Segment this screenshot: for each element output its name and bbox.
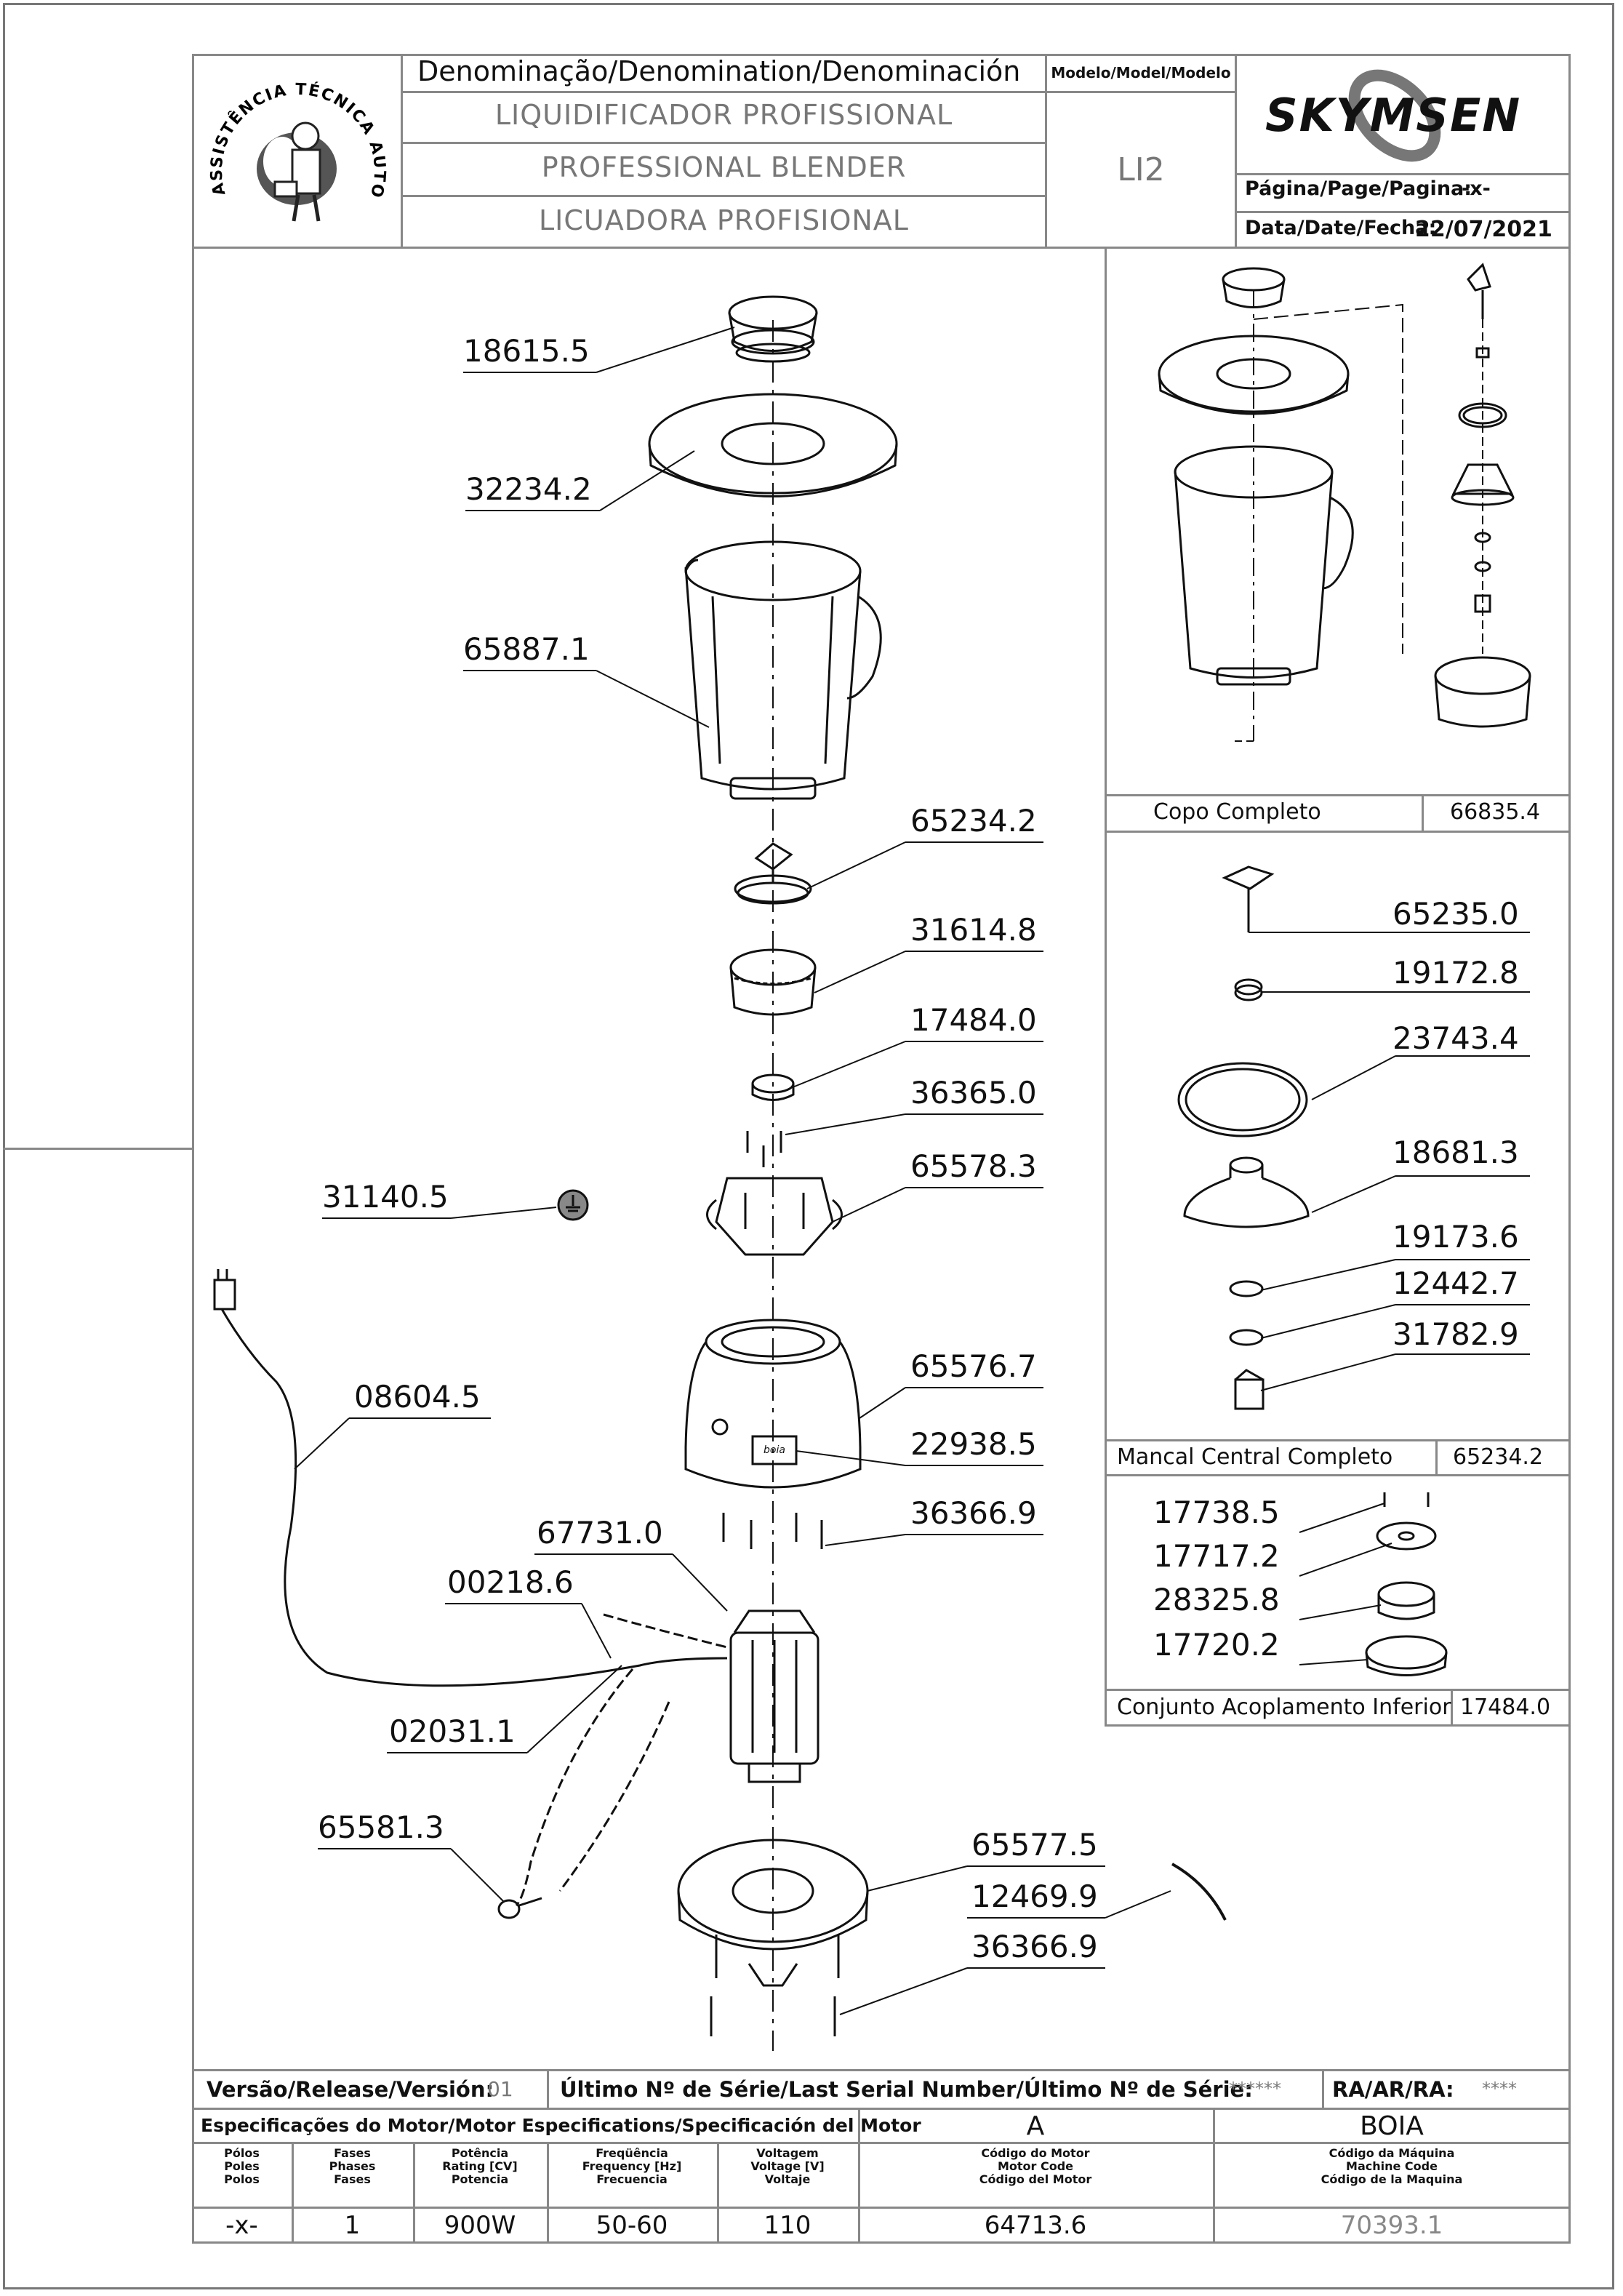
authorized-assistance-logo: ASSISTÊNCIA TÉCNICA AUTORIZADA xyxy=(196,60,387,222)
lid-cap xyxy=(728,295,818,363)
part-label: 32234.2 xyxy=(465,471,592,507)
model-label: Modelo/Model/Modelo xyxy=(1051,64,1231,81)
ground-icon xyxy=(557,1189,589,1221)
part-label: 02031.1 xyxy=(389,1713,516,1749)
part-label: 18615.5 xyxy=(463,333,590,369)
part-label: 36366.9 xyxy=(910,1495,1037,1531)
spec-block xyxy=(192,2069,1571,2244)
model-value: LI2 xyxy=(1117,151,1165,188)
spec-value-voltage: 110 xyxy=(764,2211,812,2240)
date-label: Data/Date/Fecha: xyxy=(1245,217,1437,239)
denomination-label: Denominação/Denomination/Denominación xyxy=(417,55,1021,87)
spec-value-poles: -x- xyxy=(225,2211,258,2240)
spec-value-rating: 900W xyxy=(444,2211,516,2240)
switch xyxy=(497,1897,542,1919)
brand-badge: boia xyxy=(764,1444,785,1456)
part-label: 65578.3 xyxy=(910,1148,1037,1184)
part-label: 08604.5 xyxy=(354,1379,481,1415)
mancal-part-label: 18681.3 xyxy=(1392,1135,1519,1170)
copo-code: 66835.4 xyxy=(1450,799,1541,825)
mancal-part-label: 19172.8 xyxy=(1392,955,1519,991)
mancal-part-label: 19173.6 xyxy=(1392,1219,1519,1255)
col-a-label: A xyxy=(1026,2111,1045,2141)
drawing-frame xyxy=(3,3,1614,2289)
release-label: Versão/Release/Versión: xyxy=(207,2077,494,2102)
part-label: 65577.5 xyxy=(971,1827,1098,1863)
release-value: 01 xyxy=(487,2077,513,2101)
conjunto-part-label: 28325.8 xyxy=(1153,1582,1280,1617)
motor xyxy=(729,1609,819,1783)
serial-value: ****** xyxy=(1229,2079,1281,2099)
mancal-part-label: 65235.0 xyxy=(1392,896,1519,932)
coupling xyxy=(751,1073,795,1101)
name-es: LICUADORA PROFISIONAL xyxy=(539,204,909,236)
brand-swoosh-icon xyxy=(1348,69,1441,162)
jar-base-ring xyxy=(729,948,817,1016)
brand-name: SKYMSEN xyxy=(1265,89,1522,142)
col-boia-label: BOIA xyxy=(1360,2111,1424,2141)
part-label: 36366.9 xyxy=(971,1929,1098,1964)
part-label: 31140.5 xyxy=(322,1179,449,1215)
mancal-name: Mancal Central Completo xyxy=(1117,1444,1393,1470)
spec-value-machine-code: 70393.1 xyxy=(1340,2211,1443,2240)
part-label: 65576.7 xyxy=(910,1348,1037,1384)
part-label: 67731.0 xyxy=(537,1515,663,1551)
part-label: 31614.8 xyxy=(910,912,1037,948)
mancal-part-label: 31782.9 xyxy=(1392,1316,1519,1352)
motor-housing xyxy=(684,1319,862,1489)
part-label: 00218.6 xyxy=(447,1564,574,1600)
conjunto-part-label: 17717.2 xyxy=(1153,1538,1280,1574)
part-label: 65887.1 xyxy=(463,631,590,667)
conjunto-name: Conjunto Acoplamento Inferior xyxy=(1117,1695,1451,1720)
jar-support xyxy=(706,1177,843,1256)
power-cord xyxy=(213,1269,728,1687)
conjunto-part-label: 17738.5 xyxy=(1153,1495,1280,1530)
spec-value-motor-code: 64713.6 xyxy=(984,2211,1087,2240)
fold-line xyxy=(3,1148,193,1150)
part-label: 65581.3 xyxy=(318,1809,444,1845)
serial-label: Último Nº de Série/Last Serial Number/Úl… xyxy=(560,2077,1253,2102)
part-label: 22938.5 xyxy=(910,1426,1037,1462)
copo-exploded-view xyxy=(1158,263,1531,742)
part-label: 65234.2 xyxy=(910,803,1037,839)
copo-name: Copo Completo xyxy=(1153,799,1321,825)
spec-value-frequency: 50-60 xyxy=(596,2211,668,2240)
name-pt: LIQUIDIFICADOR PROFISSIONAL xyxy=(494,99,953,131)
page-label: Página/Page/Pagina: xyxy=(1245,177,1472,200)
spec-label: Especificações do Motor/Motor Especifica… xyxy=(201,2115,921,2136)
spec-value-phases: 1 xyxy=(344,2211,361,2240)
ra-label: RA/AR/RA: xyxy=(1332,2077,1454,2102)
conjunto-code: 17484.0 xyxy=(1460,1695,1551,1720)
mancal-exploded-view xyxy=(1177,865,1530,1410)
date-value: 22/07/2021 xyxy=(1415,217,1552,242)
gasket xyxy=(1171,1863,1227,1921)
blender-jar xyxy=(684,540,882,800)
name-en: PROFESSIONAL BLENDER xyxy=(541,151,907,183)
blade-assembly xyxy=(734,842,812,905)
part-label: 12469.9 xyxy=(971,1879,1098,1914)
page-value: -x- xyxy=(1462,177,1491,200)
mancal-code: 65234.2 xyxy=(1453,1444,1544,1470)
conjunto-part-label: 17720.2 xyxy=(1153,1627,1280,1663)
ra-value: **** xyxy=(1482,2079,1517,2099)
part-label: 36365.0 xyxy=(910,1075,1037,1111)
brand-cell: SKYMSEN xyxy=(1235,54,1571,175)
conjunto-exploded-view xyxy=(1299,1492,1448,1676)
part-label: 17484.0 xyxy=(910,1002,1037,1038)
mancal-part-label: 12442.7 xyxy=(1392,1265,1519,1301)
panel-conjunto xyxy=(1105,1474,1571,1727)
jar-lid xyxy=(648,393,898,497)
mancal-part-label: 23743.4 xyxy=(1392,1020,1519,1056)
